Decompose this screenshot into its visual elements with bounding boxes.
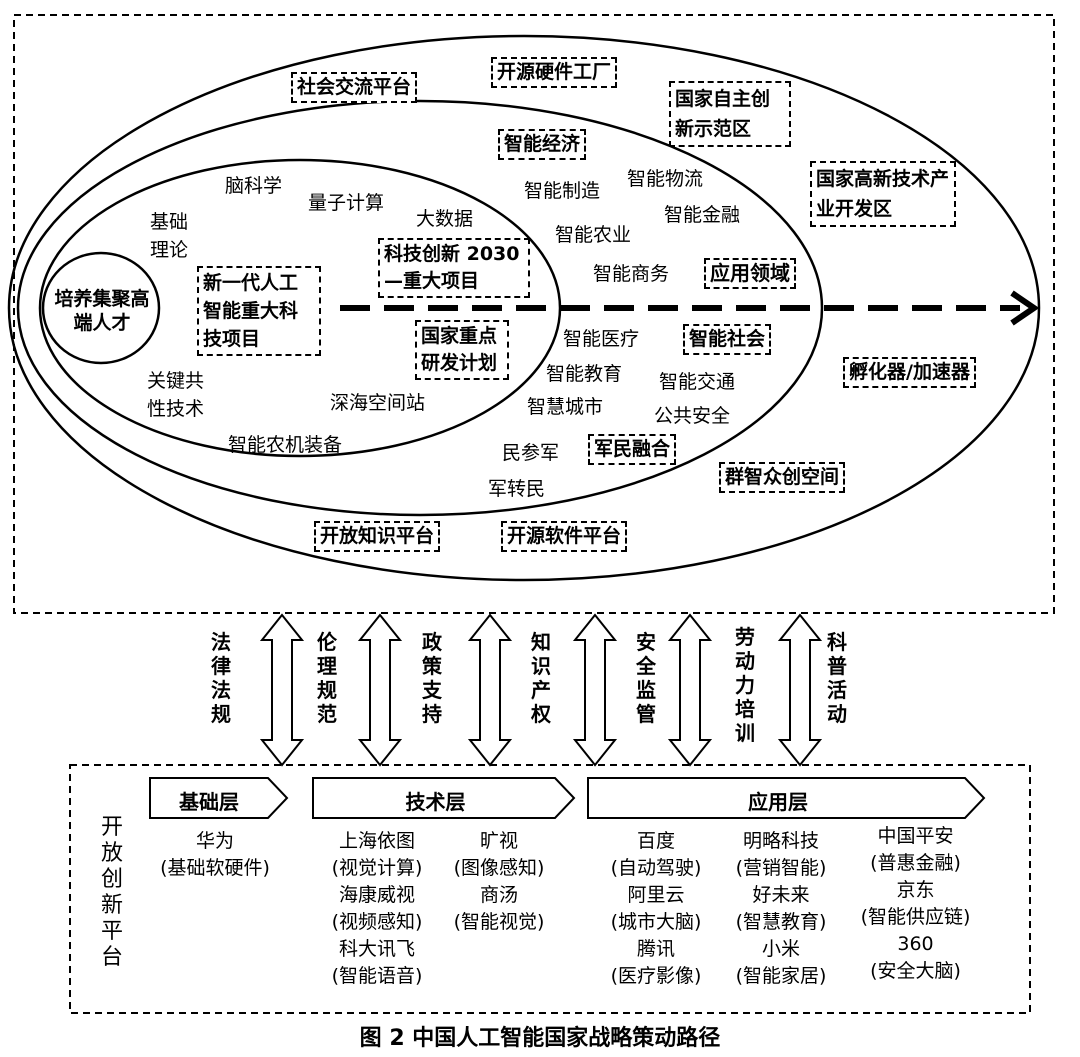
company-tencent-desc: (医疗影像) (610, 965, 702, 987)
company-iflytek: 科大讯飞 (338, 938, 415, 960)
company-jd: 京东 (896, 879, 935, 901)
high-tech-zone-box: 国家高新技术产业开发区 (810, 161, 956, 227)
lower-dashed-frame (69, 764, 1031, 1014)
smart-society-box: 智能社会 (683, 324, 772, 355)
base-layer-title: 基础层 (179, 790, 239, 814)
company-hikvision: 海康威视 (338, 884, 415, 906)
company-xiaomi-desc: (智能家居) (735, 965, 827, 987)
company-baidu-desc: (自动驾驶) (610, 857, 702, 879)
new-gen-ai-box: 新一代人工智能重大科技项目 (197, 266, 321, 356)
company-tal-desc: (智慧教育) (735, 911, 827, 933)
research-deep-sea: 深海空间站 (330, 392, 426, 414)
company-tal: 好未来 (752, 884, 810, 906)
company-megvii: 旷视 (479, 830, 518, 852)
app-transport: 智能交通 (659, 371, 736, 393)
app-col2: 明略科技 (营销智能) 好未来 (智慧教育) 小米 (智能家居) (720, 828, 842, 990)
company-sensetime: 商汤 (479, 884, 518, 906)
company-mininglamp: 明略科技 (742, 830, 819, 852)
company-tencent: 腾讯 (636, 938, 675, 960)
app-civil-to-military: 民参军 (502, 442, 560, 464)
ellipse-core (41, 251, 161, 365)
company-sensetime-desc: (智能视觉) (453, 911, 545, 933)
app-logistics: 智能物流 (627, 168, 704, 190)
talent-label: 培养集聚高端人才 (54, 288, 150, 334)
company-yitu-desc: (视觉计算) (331, 857, 423, 879)
company-jd-desc: (智能供应链) (860, 906, 971, 928)
company-360: 360 (897, 933, 934, 955)
incubator-box: 孵化器/加速器 (843, 357, 976, 388)
research-quantum: 量子计算 (308, 192, 385, 214)
base-companies: 华为 (基础软硬件) (150, 828, 280, 882)
app-commerce: 智能商务 (593, 263, 670, 285)
open-knowledge-box: 开放知识平台 (314, 521, 441, 552)
figure-caption: 图 2 中国人工智能国家战略策动路径 (359, 1026, 721, 1051)
smart-economy-box: 智能经济 (498, 129, 587, 160)
support-ethics: 伦理规范 (317, 630, 337, 726)
support-law: 法律法规 (211, 630, 231, 726)
support-policy: 政策支持 (422, 630, 442, 726)
company-megvii-desc: (图像感知) (453, 857, 545, 879)
company-baidu: 百度 (636, 830, 675, 852)
company-yitu: 上海依图 (338, 830, 415, 852)
social-platform-box: 社会交流平台 (291, 72, 418, 103)
app-layer-title: 应用层 (748, 790, 808, 814)
research-key-tech: 关键共性技术 (147, 370, 205, 420)
research-basic-theory: 基础理论 (150, 211, 189, 261)
research-agri-machinery: 智能农机装备 (228, 434, 343, 456)
application-field-box: 应用领域 (704, 258, 796, 289)
app-layer-arrow (587, 777, 986, 819)
app-military-to-civil: 军转民 (488, 478, 546, 500)
company-xiaomi: 小米 (761, 938, 800, 960)
app-agriculture: 智能农业 (555, 224, 632, 246)
strategy-arrow-head (1010, 290, 1040, 326)
tech-col1: 上海依图 (视觉计算) 海康威视 (视频感知) 科大讯飞 (智能语音) (318, 828, 436, 990)
company-360-desc: (安全大脑) (870, 960, 961, 982)
company-aliyun: 阿里云 (627, 884, 685, 906)
tech-col2: 旷视 (图像感知) 商汤 (智能视觉) (440, 828, 558, 936)
company-iflytek-desc: (智能语音) (331, 965, 423, 987)
app-smart-city: 智慧城市 (527, 396, 604, 418)
app-finance: 智能金融 (664, 204, 741, 226)
tech-layer-title: 技术层 (405, 790, 466, 814)
research-brain-science: 脑科学 (225, 175, 283, 197)
support-ip: 知识产权 (531, 630, 551, 726)
sci-tech-2030-box: 科技创新 2030—重大项目 (378, 238, 530, 298)
support-science-popularization: 科普活动 (827, 630, 847, 726)
support-security: 安全监管 (636, 630, 656, 726)
support-labor-training: 劳动力培训 (735, 625, 755, 745)
crowd-space-box: 群智众创空间 (719, 462, 846, 493)
company-pingan-desc: (普惠金融) (870, 852, 961, 874)
app-medical: 智能医疗 (563, 328, 640, 350)
base-layer-arrow (149, 777, 289, 819)
ellipse-middle (16, 99, 824, 517)
research-big-data: 大数据 (416, 208, 474, 230)
national-rd-box: 国家重点研发计划 (415, 320, 509, 380)
innovation-zone-box: 国家自主创新示范区 (669, 81, 791, 147)
company-pingan: 中国平安 (877, 825, 954, 847)
open-platform-label: 开放创新平台 (100, 815, 123, 970)
tech-layer-arrow (312, 777, 576, 819)
civil-military-box: 军民融合 (588, 434, 677, 465)
app-col1: 百度 (自动驾驶) 阿里云 (城市大脑) 腾讯 (医疗影像) (597, 828, 715, 990)
support-arrows (259, 613, 823, 767)
company-huawei-desc: (基础软硬件) (160, 857, 270, 879)
app-education: 智能教育 (546, 363, 623, 385)
upper-dashed-frame (13, 14, 1055, 614)
app-public-security: 公共安全 (654, 405, 731, 427)
app-col3: 中国平安 (普惠金融) 京东 (智能供应链) 360 (安全大脑) (848, 823, 983, 985)
company-mininglamp-desc: (营销智能) (735, 857, 827, 879)
company-aliyun-desc: (城市大脑) (610, 911, 702, 933)
app-manufacturing: 智能制造 (524, 180, 601, 202)
company-hikvision-desc: (视频感知) (331, 911, 423, 933)
company-huawei: 华为 (195, 830, 234, 852)
open-software-box: 开源软件平台 (501, 521, 628, 552)
open-hardware-box: 开源硬件工厂 (491, 57, 618, 88)
